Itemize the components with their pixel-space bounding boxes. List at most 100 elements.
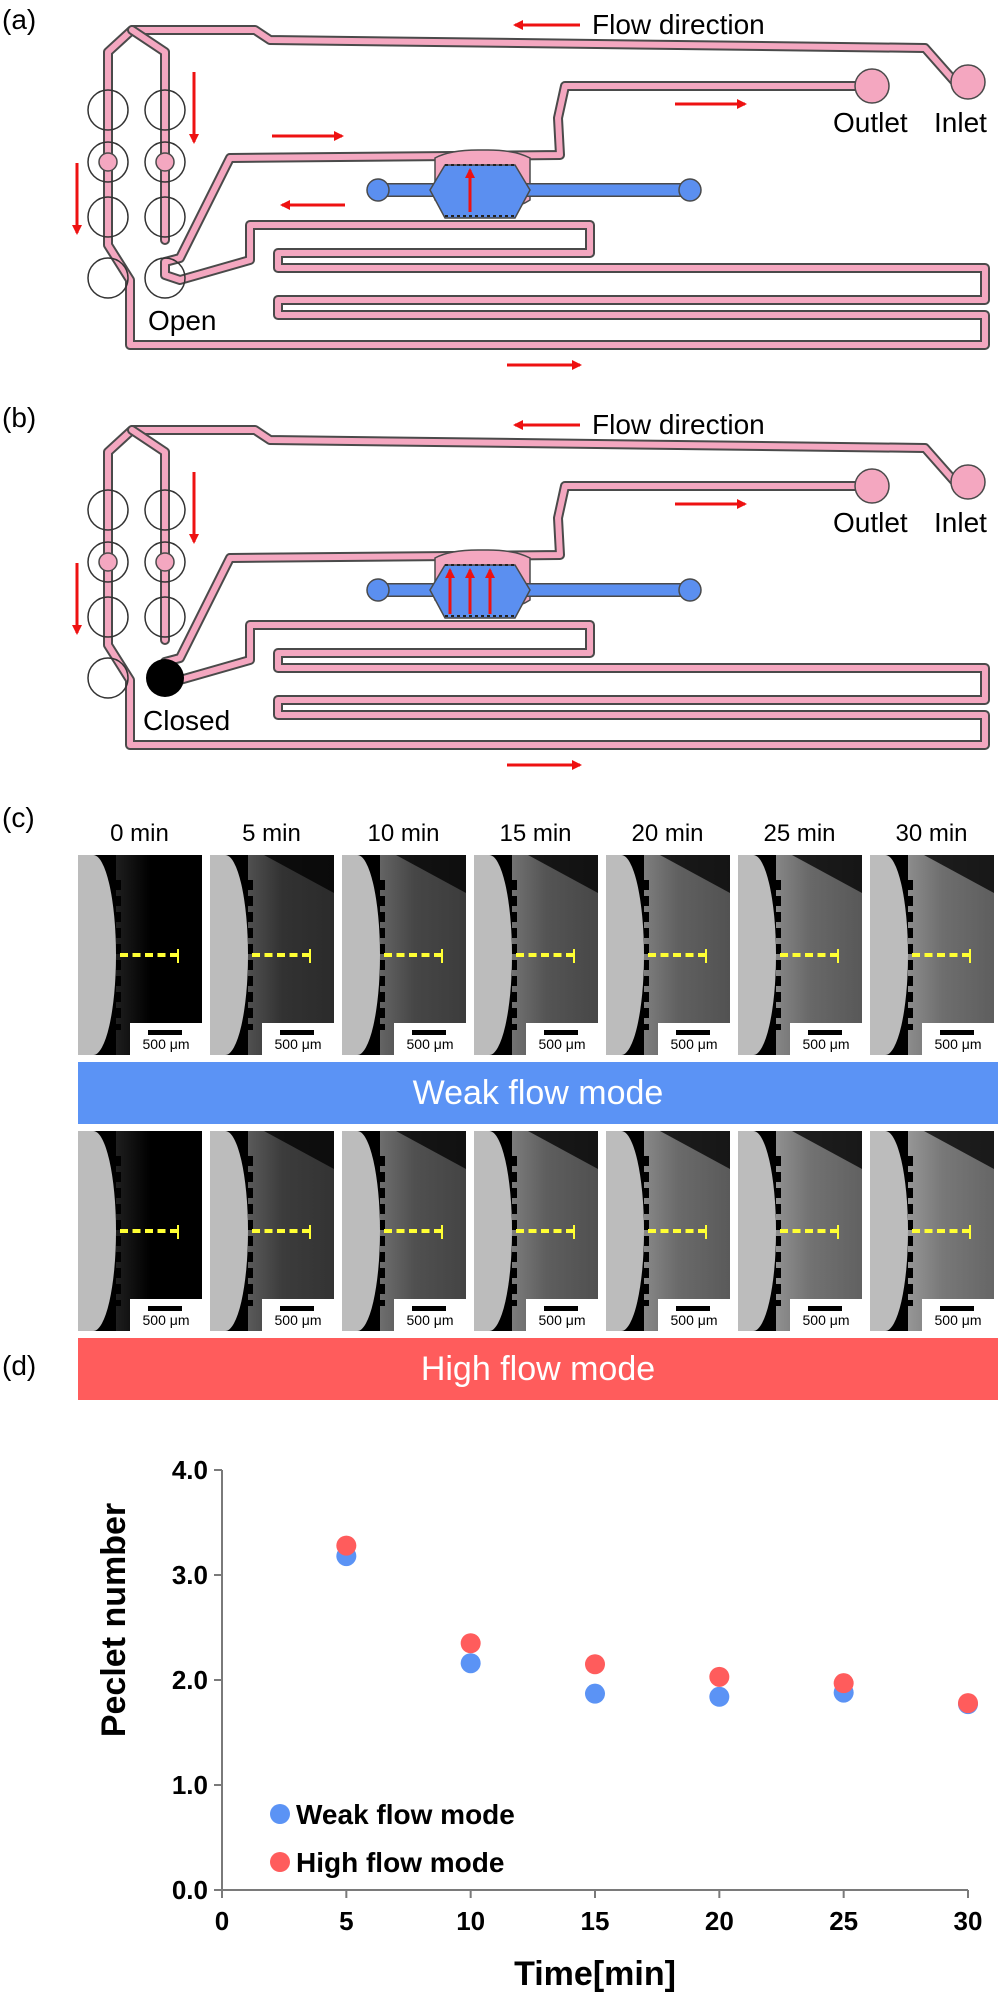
panel-letter-b: (b) [2, 402, 37, 433]
chamber-wall [342, 855, 380, 1055]
scale-bar-box [526, 1023, 598, 1055]
chamber-wall [606, 855, 644, 1055]
high-flow-point [709, 1666, 730, 1687]
micrograph-tile: 500 μm [474, 1131, 598, 1331]
chamber-wall [606, 1131, 644, 1331]
pillar-array [248, 1156, 253, 1306]
x-tick-label: 0 [215, 1906, 229, 1936]
high-flow-mode-bar: High flow mode [78, 1338, 998, 1400]
time-label: 15 min [499, 820, 572, 847]
scale-bar-label: 500 μm [670, 1036, 718, 1052]
pillar-array [380, 880, 385, 1030]
measurement-line [648, 953, 706, 957]
scale-bar [148, 1030, 182, 1035]
panel-letter-a: (a) [2, 4, 37, 35]
x-tick-label: 20 [705, 1906, 734, 1936]
chamber-wall [474, 855, 512, 1055]
panel-letter-c: (c) [2, 802, 35, 833]
scale-bar-label: 500 μm [934, 1312, 982, 1328]
micrograph-tile: 500 μm [342, 1131, 466, 1331]
valve-state-label: Closed [143, 705, 230, 736]
high-flow-point [585, 1654, 605, 1675]
micrograph-tile: 500 μm [738, 855, 862, 1055]
pillar-array [908, 1156, 913, 1306]
valve-state-label: Open [148, 305, 217, 336]
legend-marker [270, 1852, 290, 1872]
microfluidic-schematic-closed: Flow direction Outlet Inlet Closed [72, 409, 990, 770]
weak-flow-mode-bar: Weak flow mode [78, 1062, 998, 1124]
y-tick-label: 2.0 [172, 1665, 208, 1695]
chamber-wall [342, 1131, 380, 1331]
legend-label: High flow mode [296, 1847, 504, 1878]
outlet-label: Outlet [833, 107, 908, 138]
measurement-line [384, 1229, 442, 1233]
scale-bar-label: 500 μm [274, 1036, 322, 1052]
scale-bar [280, 1030, 314, 1035]
weak-flow-point [709, 1686, 730, 1707]
inlet-label: Inlet [934, 107, 987, 138]
high-flow-point [833, 1673, 854, 1694]
scale-bar-box [394, 1299, 466, 1331]
scale-bar [808, 1030, 842, 1035]
flow-direction-label: Flow direction [592, 9, 765, 40]
chamber-wall [870, 855, 908, 1055]
chamber-wall [738, 1131, 776, 1331]
measurement-line [384, 953, 442, 957]
chamber-wall [210, 1131, 248, 1331]
scale-bar [544, 1306, 578, 1311]
x-tick-label: 15 [581, 1906, 610, 1936]
scale-bar-label: 500 μm [142, 1036, 190, 1052]
chamber-wall [78, 1131, 116, 1331]
chamber-wall [210, 855, 248, 1055]
x-tick-label: 10 [456, 1906, 485, 1936]
x-axis-label: Time[min] [514, 1955, 676, 1993]
pillar-array [116, 1156, 121, 1306]
scale-bar [676, 1030, 710, 1035]
high-flow-point [336, 1535, 357, 1556]
measurement-line [912, 953, 970, 957]
high-flow-point [460, 1633, 481, 1654]
micrograph-tile: 500 μm [474, 855, 598, 1055]
scale-bar-label: 500 μm [274, 1312, 322, 1328]
scale-bar-box [526, 1299, 598, 1331]
x-tick-label: 30 [954, 1906, 983, 1936]
measurement-line [120, 953, 178, 957]
y-axis-label: Peclet number [95, 1503, 133, 1737]
micrograph-tile: 500 μm [606, 1131, 730, 1331]
measurement-line [648, 1229, 706, 1233]
scale-bar-box [262, 1299, 334, 1331]
legend-label: Weak flow mode [296, 1799, 515, 1830]
scale-bar-label: 500 μm [538, 1312, 586, 1328]
pillar-array [776, 1156, 781, 1306]
pillar-array [380, 1156, 385, 1306]
pillar-array [644, 1156, 649, 1306]
legend-marker [270, 1804, 290, 1824]
measurement-line [912, 1229, 970, 1233]
x-tick-label: 5 [339, 1906, 353, 1936]
scale-bar [148, 1306, 182, 1311]
pillar-array [116, 880, 121, 1030]
time-label: 20 min [631, 820, 704, 847]
y-tick-label: 3.0 [172, 1560, 208, 1590]
time-label: 5 min [242, 820, 301, 847]
scale-bar-box [922, 1299, 994, 1331]
scale-bar [808, 1306, 842, 1311]
microfluidic-schematic-open: Flow direction Outlet Inlet Open [72, 9, 990, 370]
measurement-line [252, 1229, 310, 1233]
chamber-wall [870, 1131, 908, 1331]
scale-bar-label: 500 μm [934, 1036, 982, 1052]
micrograph-tile: 500 μm [342, 855, 466, 1055]
scale-bar-box [130, 1023, 202, 1055]
measurement-line [120, 1229, 178, 1233]
scale-bar [940, 1030, 974, 1035]
scale-bar-box [790, 1023, 862, 1055]
micrograph-tile: 500 μm [606, 855, 730, 1055]
micrograph-tile: 500 μm [78, 1131, 202, 1331]
scale-bar-box [922, 1023, 994, 1055]
y-tick-label: 1.0 [172, 1770, 208, 1800]
outlet-label: Outlet [833, 507, 908, 538]
inlet-label: Inlet [934, 507, 987, 538]
measurement-line [780, 1229, 838, 1233]
